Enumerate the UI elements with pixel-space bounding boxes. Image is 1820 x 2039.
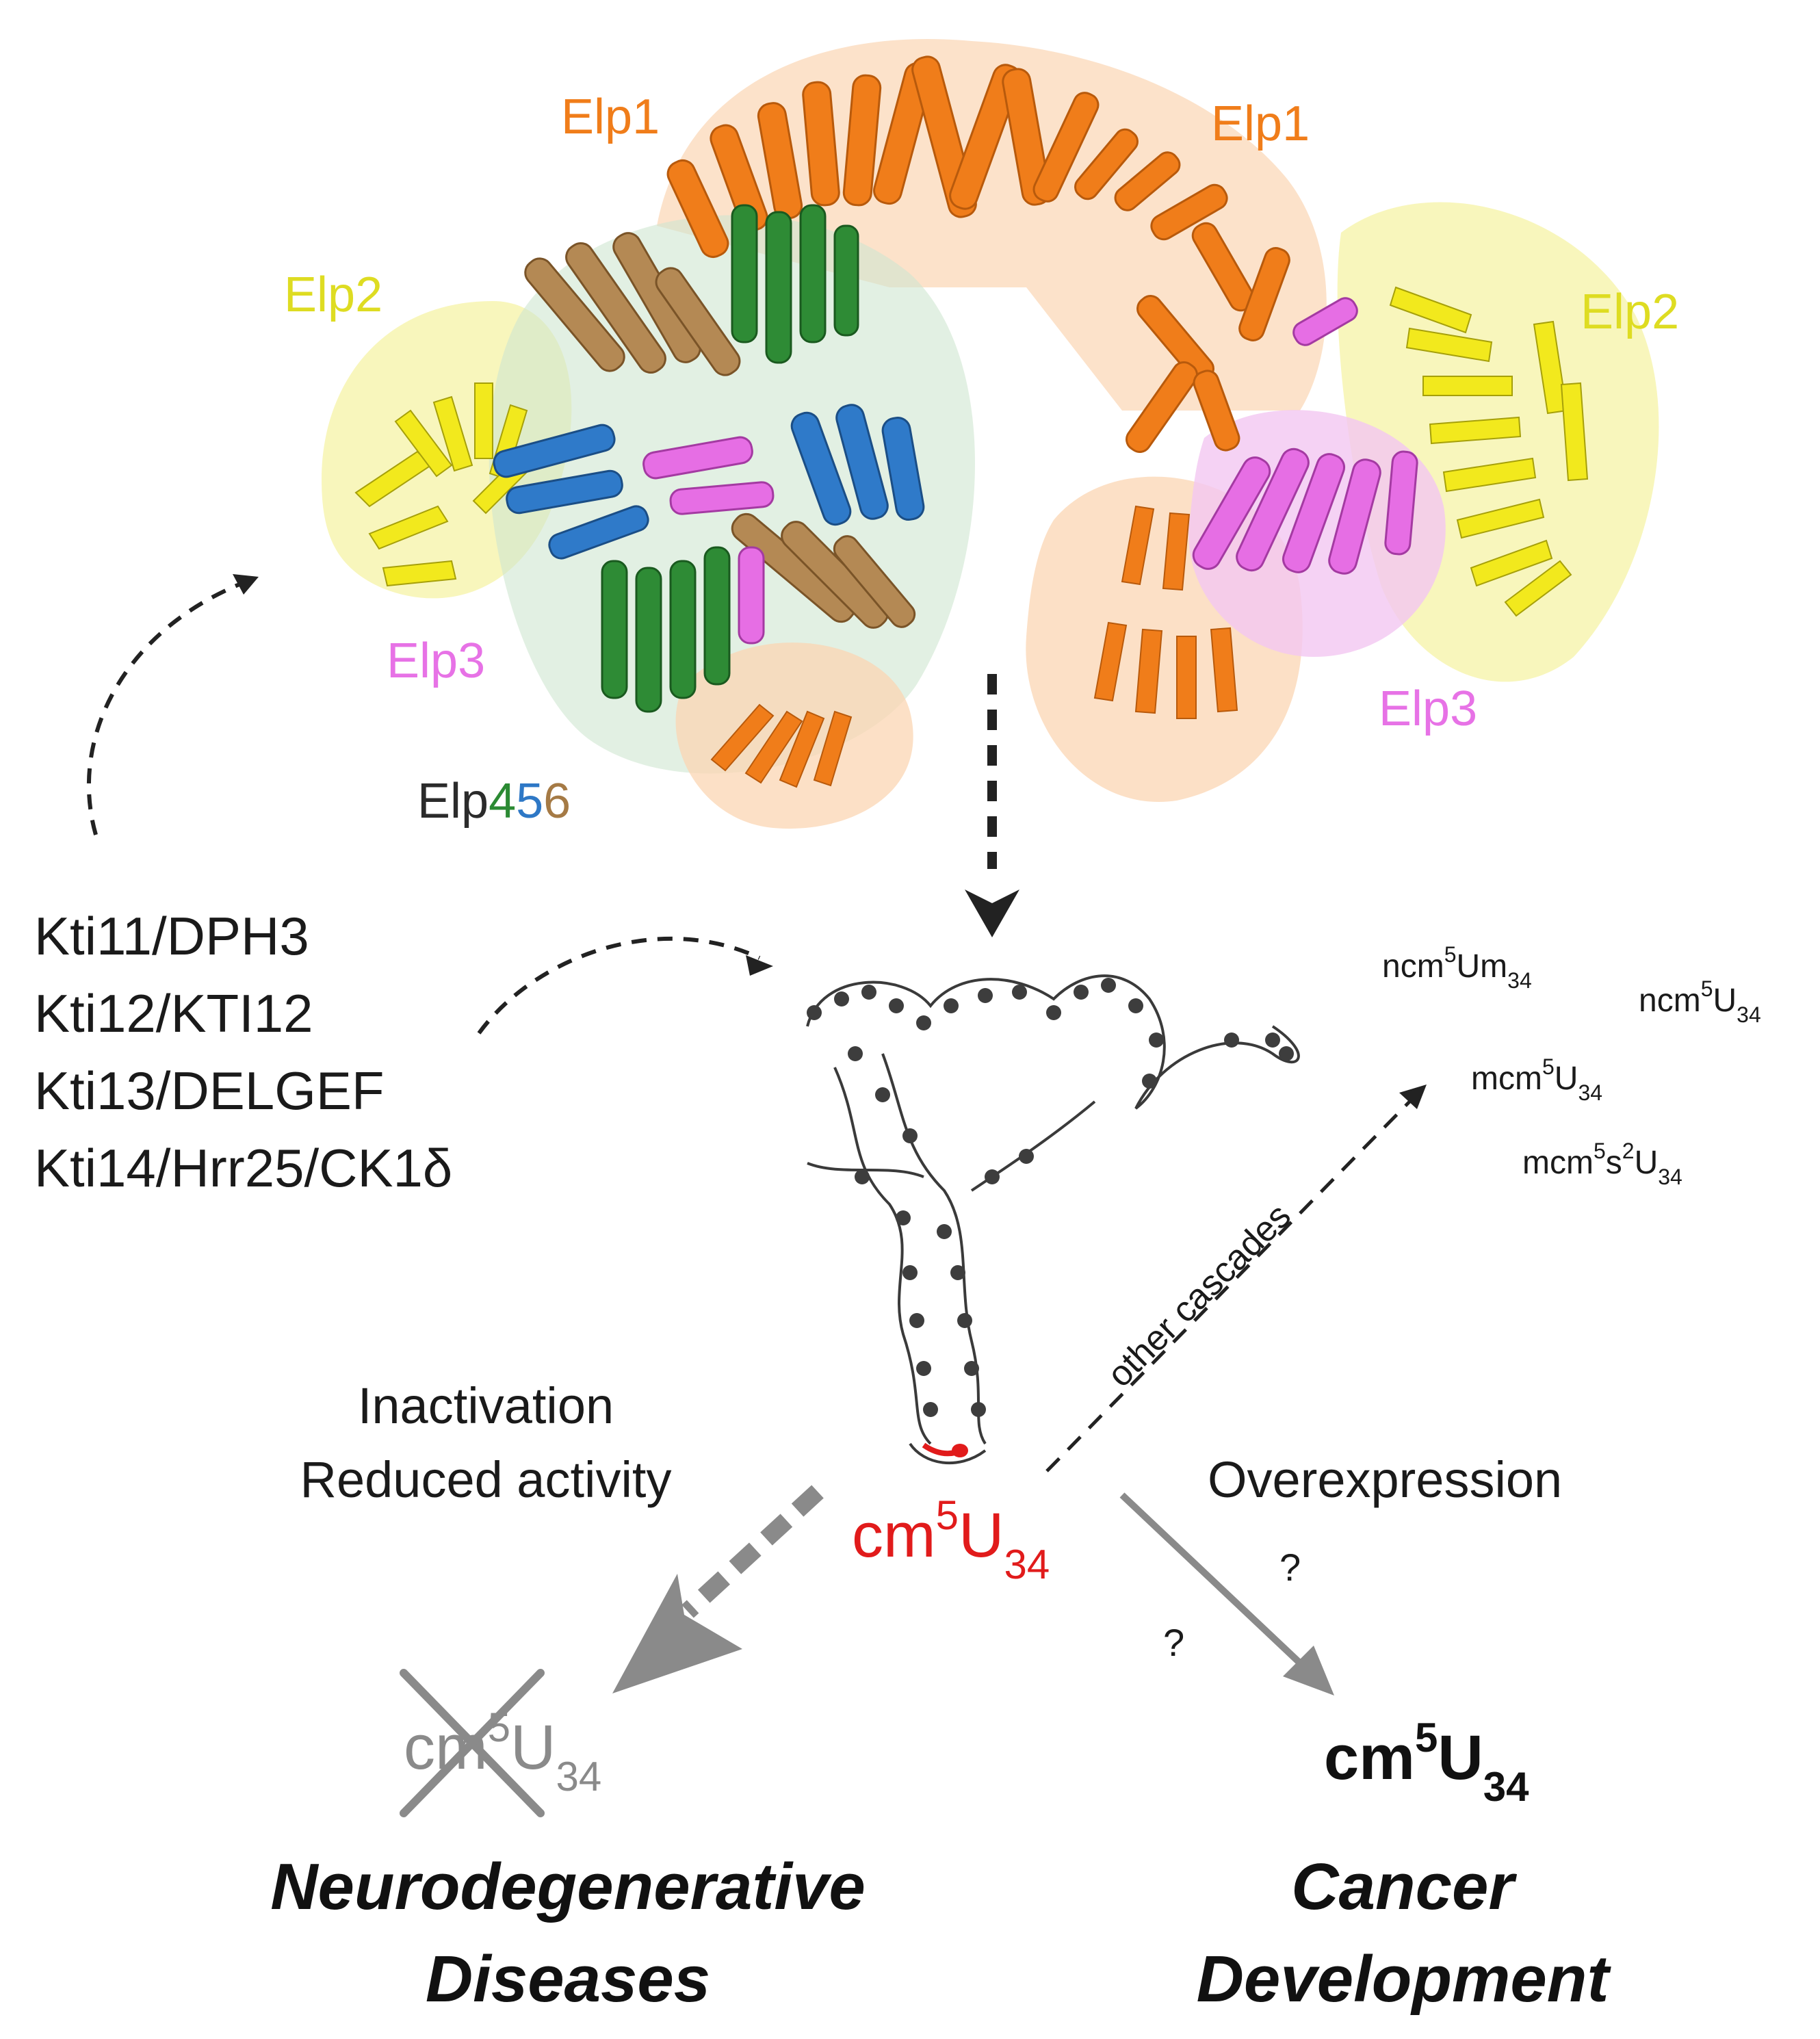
elp1-right-label: Elp1: [1211, 96, 1310, 151]
regulators-to-trna-arrow: [477, 937, 761, 1035]
overexpression-arrowhead: [1283, 1646, 1334, 1696]
elp1-arch: [666, 55, 1290, 453]
trna-structure: [806, 974, 1300, 1465]
inactivation-arrow: [681, 1485, 824, 1618]
elp1-lower-left-surface: [675, 642, 913, 829]
cancer-outcome-line2: Development: [1197, 1943, 1612, 2016]
elp456-label: Elp456: [417, 774, 571, 829]
other-cascades-label: other cascades: [1100, 1196, 1298, 1394]
trna-bases: [807, 978, 1294, 1417]
elp456-prefix: Elp: [417, 774, 489, 829]
regulator-item: Kti14/Hrr25/CK1δ: [34, 1138, 452, 1198]
elp2-right-label: Elp2: [1581, 285, 1679, 339]
modification-item: ncm5Um34: [1382, 942, 1532, 993]
elongator-structure: Elp1 Elp1 Elp2 Elp2 Elp3 Elp3 Elp456: [284, 39, 1679, 829]
cross-out-icon: [400, 1669, 545, 1817]
modification-list: ncm5Um34 ncm5U34 mcm5U34 mcm5s2U34: [1382, 942, 1761, 1189]
elp2-left-label: Elp2: [284, 268, 382, 322]
neuro-outcome-line1: Neurodegenerative: [270, 1850, 866, 1923]
regulator-item: Kti12/KTI12: [34, 983, 313, 1043]
overexpression-label: Overexpression: [1208, 1451, 1562, 1508]
elevated-modification-label: cm5U34: [1324, 1715, 1529, 1810]
elp5-helices: [493, 404, 925, 560]
elp6-helices: [524, 232, 916, 629]
regulator-list: Kti11/DPH3 Kti12/KTI12 Kti13/DELGEF Kti1…: [34, 906, 452, 1198]
regulator-item: Kti11/DPH3: [34, 906, 309, 966]
elp3-left-label: Elp3: [387, 634, 485, 688]
elp2-right-propeller: [1389, 286, 1589, 617]
regulators-to-structure-arrowhead: [233, 574, 259, 595]
elp1-lower-propellers: [710, 505, 1238, 788]
other-cascades-arrowhead: [1399, 1085, 1427, 1109]
modification-item: ncm5U34: [1639, 976, 1761, 1027]
u34-modification-mark: [952, 1444, 968, 1457]
regulator-item: Kti13/DELGEF: [34, 1061, 385, 1121]
elp5-digit: 5: [516, 774, 543, 829]
elp2-left-propeller: [354, 382, 535, 587]
elp3-right-label: Elp3: [1379, 681, 1477, 736]
question-mark: ?: [1163, 1621, 1184, 1664]
cancer-outcome-line1: Cancer: [1291, 1850, 1517, 1923]
neuro-outcome-line2: Diseases: [426, 1943, 710, 2016]
elp3-right-helices: [1192, 297, 1418, 575]
modification-item: mcm5U34: [1471, 1054, 1602, 1105]
inactivation-label: Inactivation: [358, 1377, 614, 1434]
structure-to-trna-arrowhead: [965, 889, 1019, 937]
elp4-helices: [601, 204, 859, 713]
reduced-activity-label: Reduced activity: [300, 1451, 672, 1508]
regulators-to-trna-arrowhead: [746, 955, 773, 976]
modification-item: mcm5s2U34: [1522, 1139, 1682, 1189]
elp4-digit: 4: [489, 774, 516, 829]
inactivation-arrowhead: [612, 1574, 742, 1693]
elp1-left-label: Elp1: [561, 90, 660, 144]
regulators-to-structure-arrow: [86, 580, 248, 835]
center-modification-label: cm5U34: [852, 1492, 1050, 1587]
question-mark: ?: [1279, 1546, 1301, 1589]
overexpression-arrow: [1119, 1492, 1310, 1672]
elp3-left-helices: [642, 436, 775, 645]
elp6-digit: 6: [543, 774, 571, 829]
